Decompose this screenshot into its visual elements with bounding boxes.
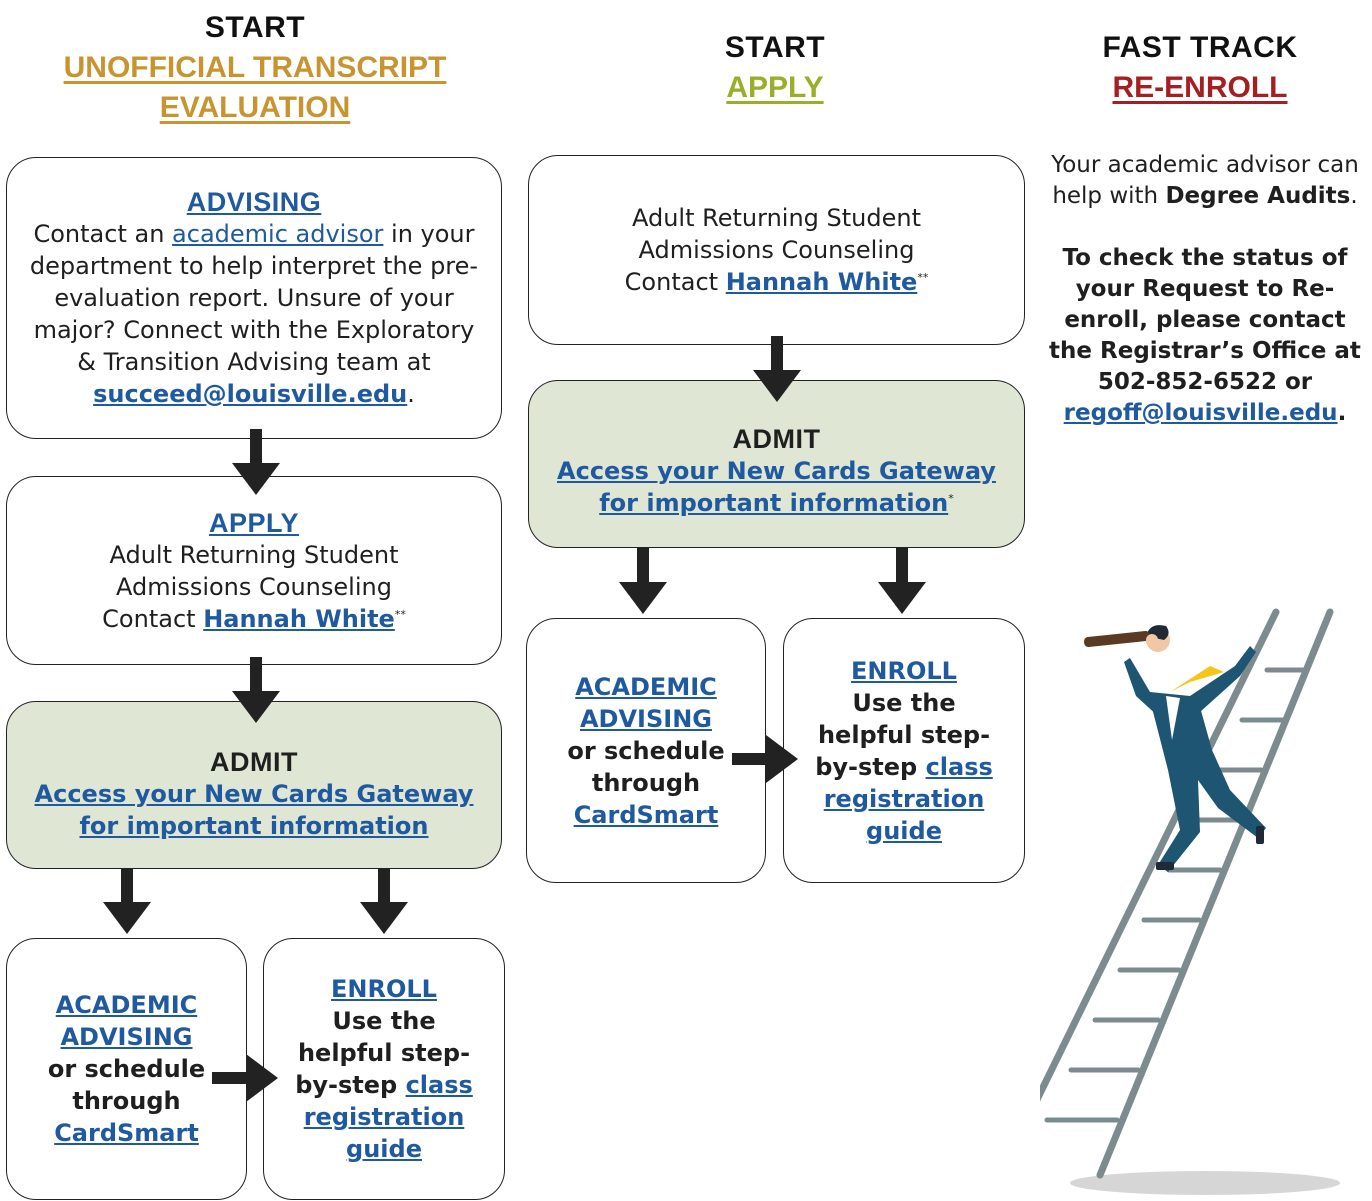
arrow-down-icon [878,548,926,614]
registrar-contact-note: To check the status of your Request to R… [1049,245,1361,426]
apply-header-link[interactable]: APPLY [726,71,824,104]
admit-title: ADMIT [210,747,298,777]
academic-advisor-link[interactable]: academic advisor [172,220,384,248]
arrow-down-icon [232,429,280,495]
by-step-line: by-step class [815,752,993,781]
apply-line-1: Adult Returning Student [631,204,921,232]
arrow-right-icon [212,1054,278,1102]
apply-box: APPLY Adult Returning Student Admissions… [6,476,502,665]
class-registration-link[interactable]: class [405,1071,473,1099]
header-start-label: START [204,11,306,44]
apply-line-1: Adult Returning Student [109,540,399,569]
header-apply: START APPLY [680,28,870,108]
arrow-down-icon [103,868,151,934]
cardsmart-link[interactable]: CardSmart [54,1119,199,1147]
apply-line-2: Admissions Counseling [638,236,915,264]
arrow-right-icon [732,735,798,783]
enroll-title-link[interactable]: ENROLL [331,975,437,1003]
re-enroll-link[interactable]: RE-ENROLL [1112,71,1288,104]
businessman-ladder-illustration [1040,608,1340,1195]
cardsmart-link[interactable]: CardSmart [573,800,719,829]
apply-contact: Contact Hannah White** [624,268,929,296]
by-step-line: by-step class [295,1071,473,1099]
or-schedule-text: or schedule [47,1055,206,1083]
enroll-box: ENROLL Use the helpful step- by-step cla… [263,938,505,1200]
helpful-step-text: helpful step- [297,1039,471,1067]
class-registration-link[interactable]: class [925,752,993,781]
helpful-step-text: helpful step- [817,720,991,749]
use-the-text: Use the [852,688,956,717]
double-asterisk-mark: ** [917,271,929,284]
arrow-down-icon [360,868,408,934]
succeed-email-link[interactable]: succeed@louisville.edu [93,380,408,408]
apply-contact: Contact Hannah White** [102,604,406,633]
ladder-icon [1040,608,1334,1179]
header-re-enroll: FAST TRACK RE-ENROLL [1060,28,1340,108]
guide-link[interactable]: guide [346,1135,422,1163]
hannah-white-link[interactable]: Hannah White [725,268,918,296]
fast-track-label: FAST TRACK [1102,31,1298,64]
apply-line-2: Admissions Counseling [116,572,392,601]
admit-title: ADMIT [732,424,821,454]
arrow-down-icon [753,336,801,402]
apply-counseling-box: Adult Returning Student Admissions Couns… [528,155,1025,345]
enroll-box: ENROLL Use the helpful step- by-step cla… [783,618,1025,883]
advising-box: ADVISING Contact an academic advisor in … [6,157,502,439]
through-text: through [591,768,701,797]
enroll-title-link[interactable]: ENROLL [851,656,957,685]
businessman-icon [1084,625,1266,872]
guide-link[interactable]: guide [866,816,942,845]
ladder-shadow [1070,1171,1340,1195]
advising-description: Contact an academic advisor in your depa… [29,220,479,408]
arrow-down-icon [232,657,280,723]
re-enroll-info: Your academic advisor can help with Degr… [1048,150,1362,429]
regoff-email-link[interactable]: regoff@louisville.edu [1063,400,1338,426]
apply-title-link[interactable]: APPLY [208,507,300,538]
hannah-white-link[interactable]: Hannah White [203,604,395,633]
registration-link[interactable]: registration [823,784,985,813]
asterisk-mark: * [948,492,954,505]
use-the-text: Use the [332,1007,436,1035]
registration-link[interactable]: registration [303,1103,465,1131]
header-start-label: START [724,31,826,64]
or-schedule-text: or schedule [567,736,725,765]
degree-audit-note: Your academic advisor can help with Degr… [1051,152,1359,209]
double-asterisk-mark: ** [394,607,406,621]
through-text: through [72,1087,181,1115]
advising-title-link[interactable]: ADVISING [186,187,322,217]
arrow-down-icon [619,548,667,614]
